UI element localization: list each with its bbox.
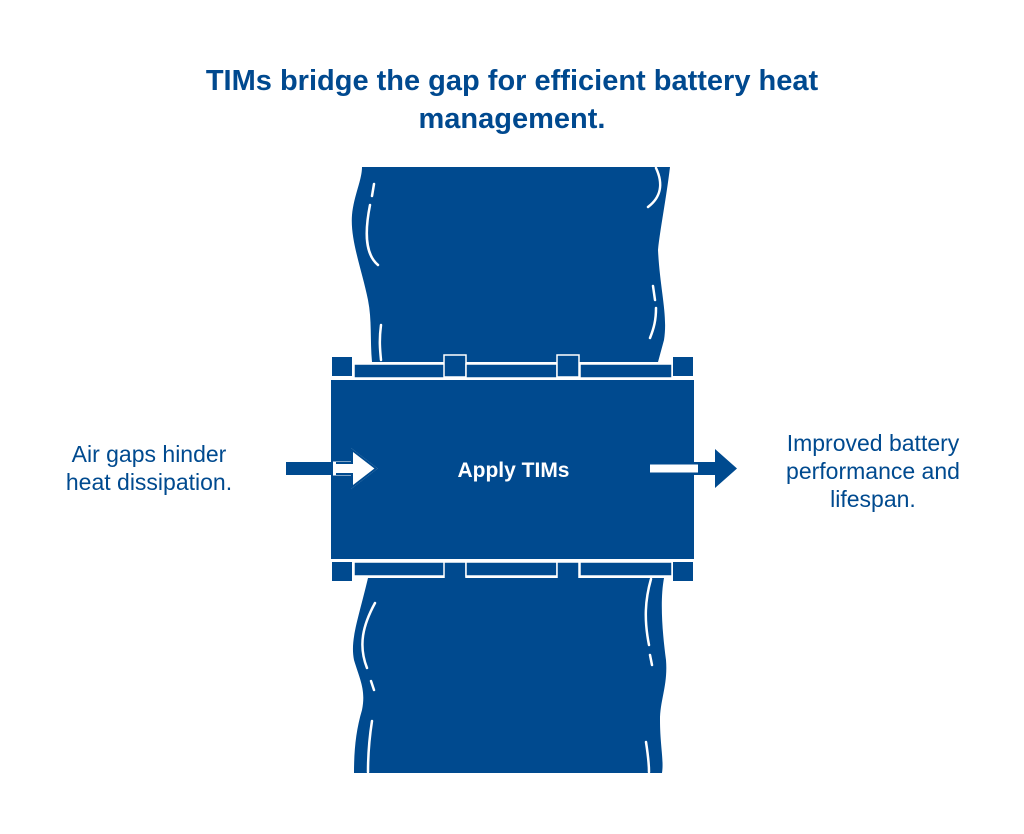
right-caption-line-3: lifespan. [830,486,916,512]
bottom-battery-icon [352,577,667,774]
right-caption-line-2: performance and [786,458,960,484]
tim-layer-top [332,354,693,379]
right-arrow-icon [648,449,737,488]
right-caption: Improved battery performance and lifespa… [738,429,1008,513]
left-arrow-icon [286,447,378,490]
left-caption: Air gaps hinder heat dissipation. [20,440,278,496]
left-caption-line-1: Air gaps hinder [71,441,227,467]
title-line-2: management. [418,103,606,135]
top-battery-icon [351,166,670,362]
apply-tims-block [331,380,694,559]
diagram-title: TIMs bridge the gap for efficient batter… [0,62,1024,138]
apply-tims-label: Apply TIMs [457,459,570,482]
tim-layer-bottom [332,561,693,585]
left-caption-line-2: heat dissipation. [65,469,233,495]
right-caption-line-1: Improved battery [786,430,960,456]
title-line-1: TIMs bridge the gap for efficient batter… [205,65,819,97]
